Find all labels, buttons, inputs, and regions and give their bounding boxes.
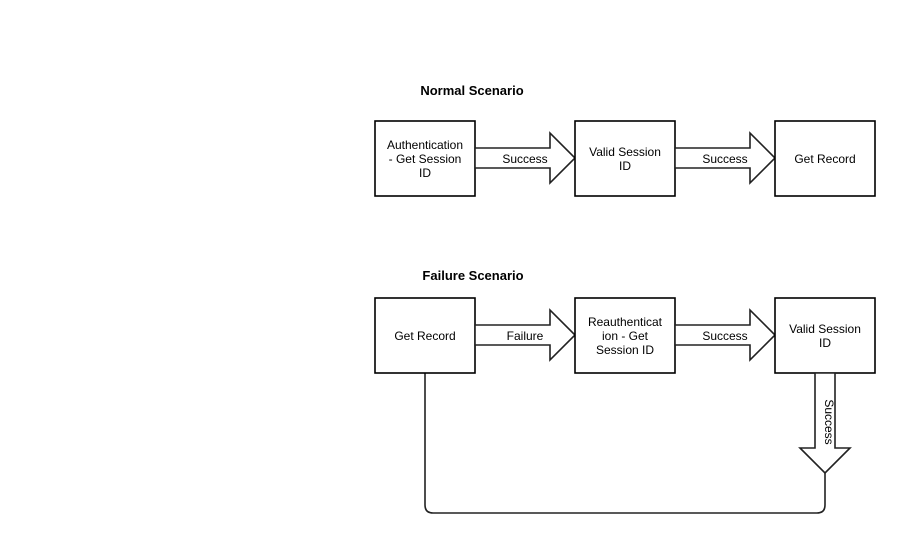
- failure-reauth-label-line3: Session ID: [596, 343, 654, 357]
- failure-valid-session-box: Valid Session ID: [774, 297, 876, 374]
- failure-down-arrow-label: Success: [822, 399, 836, 444]
- normal-success-arrow-1: Success: [474, 131, 577, 185]
- failure-scenario-title: Failure Scenario: [422, 268, 523, 283]
- normal-valid-label-line2: ID: [619, 159, 631, 173]
- normal-arrow2-label: Success: [702, 152, 747, 166]
- failure-arrow-label: Failure: [507, 329, 544, 343]
- normal-auth-label-line1: Authentication: [387, 138, 463, 152]
- normal-scenario-title: Normal Scenario: [420, 83, 523, 98]
- loop-connector: [424, 373, 826, 514]
- failure-valid-label-line2: ID: [819, 336, 831, 350]
- failure-reauth-label-line2: ion - Get: [602, 329, 649, 343]
- failure-arrow: Failure: [474, 308, 577, 362]
- normal-auth-label-line2: - Get Session: [389, 152, 462, 166]
- normal-valid-label-line1: Valid Session: [589, 145, 661, 159]
- failure-get-record-label: Get Record: [394, 329, 455, 343]
- failure-get-record-box: Get Record: [374, 297, 476, 374]
- failure-success-arrow: Success: [674, 308, 777, 362]
- normal-auth-box: Authentication - Get Session ID: [374, 120, 476, 197]
- normal-get-record-label: Get Record: [794, 152, 855, 166]
- failure-down-success-arrow: Success: [798, 372, 852, 475]
- normal-arrow1-label: Success: [502, 152, 547, 166]
- normal-get-record-box: Get Record: [774, 120, 876, 197]
- failure-reauth-box: Reauthenticat ion - Get Session ID: [574, 297, 676, 374]
- normal-valid-session-box: Valid Session ID: [574, 120, 676, 197]
- failure-valid-label-line1: Valid Session: [789, 322, 861, 336]
- normal-auth-label-line3: ID: [419, 166, 431, 180]
- normal-success-arrow-2: Success: [674, 131, 777, 185]
- failure-success-arrow-label: Success: [702, 329, 747, 343]
- failure-reauth-label-line1: Reauthenticat: [588, 315, 663, 329]
